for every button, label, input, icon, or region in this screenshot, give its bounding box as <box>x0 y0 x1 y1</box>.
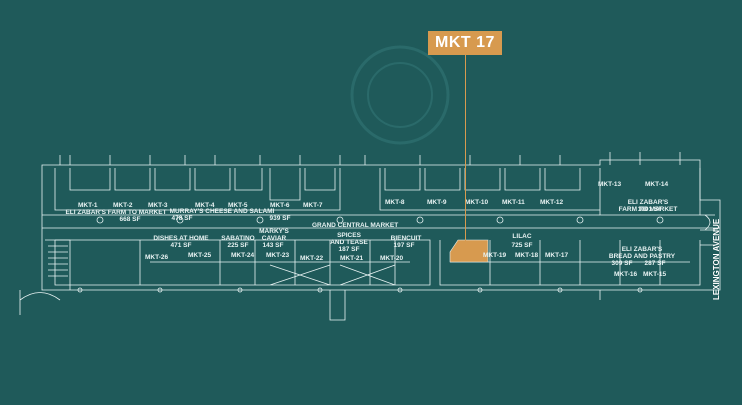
unit-code: MKT-13 <box>598 181 622 188</box>
unit-code: MKT-14 <box>645 181 669 188</box>
tenant-name: DISHES AT HOME <box>153 235 209 242</box>
unit-code: MKT-17 <box>545 252 569 259</box>
tenant-name: ELI ZABAR'S FARM TO MARKET <box>65 209 166 216</box>
plan-linework <box>19 152 721 321</box>
unit-code: MKT-23 <box>266 252 290 259</box>
unit-code: MKT-1 <box>78 202 98 209</box>
lower-kiosk-row <box>54 239 431 286</box>
top-wall <box>59 152 681 165</box>
unit-code: MKT-20 <box>380 255 404 262</box>
unit-code: MKT-18 <box>515 252 539 259</box>
east-doors <box>700 214 715 246</box>
watermark-seal-inner <box>367 62 433 128</box>
unit-codes: MKT-1 MKT-2 MKT-3 MKT-4 MKT-5 MKT-6 MKT-… <box>78 181 669 278</box>
callout-tag-mkt-17[interactable]: MKT 17 <box>428 31 502 55</box>
unit-code: MKT-16 <box>614 271 638 278</box>
tenant-area: 197 SF <box>394 242 415 249</box>
upper-kiosk-row-east <box>379 168 701 216</box>
tenant-area: 187 SF <box>339 246 360 253</box>
column-grid <box>77 216 664 293</box>
callout-leader-line <box>465 55 466 248</box>
unit-code: MKT-3 <box>148 202 168 209</box>
upper-kiosk-row <box>54 168 341 211</box>
unit-code: MKT-24 <box>231 252 255 259</box>
south-entrance <box>19 290 601 321</box>
tenant-name: MURRAY'S CHEESE AND SALAMI <box>170 208 275 215</box>
tenant-area: 725 SF <box>512 242 533 249</box>
tenant-area: 939 SF <box>270 215 291 222</box>
tenant-name: BIENCUIT <box>391 235 422 242</box>
corridor <box>42 214 720 229</box>
unit-code: MKT-2 <box>113 202 133 209</box>
unit-code: MKT-8 <box>385 199 405 206</box>
unit-code: MKT-7 <box>303 202 323 209</box>
highlighted-unit-mkt-17[interactable] <box>449 239 489 263</box>
unit-code: MKT-21 <box>340 255 364 262</box>
tenant-name: SABATINO <box>221 235 254 242</box>
unit-code: MKT-12 <box>540 199 564 206</box>
tenant-area: 143 SF <box>263 242 284 249</box>
street-label: LEXINGTON AVENUE <box>712 218 721 300</box>
unit-code: MKT-9 <box>427 199 447 206</box>
tenant-area: 309 SF <box>612 260 633 267</box>
unit-code: MKT-15 <box>643 271 667 278</box>
tenant-area: 471 SF <box>171 242 192 249</box>
tenant-area: 287 SF <box>645 260 666 267</box>
tenant-area: 668 SF <box>120 216 141 223</box>
unit-code: MKT-6 <box>270 202 290 209</box>
tenant-area: 1001 SF <box>638 206 663 213</box>
tenant-name: LILAC <box>512 233 531 240</box>
tenant-area: 478 SF <box>172 215 193 222</box>
unit-code: MKT-26 <box>145 254 169 261</box>
west-stair <box>45 239 71 290</box>
unit-code: MKT-22 <box>300 255 324 262</box>
lower-kiosk-row-east <box>439 240 701 286</box>
unit-code: MKT-5 <box>228 202 248 209</box>
unit-code: MKT-25 <box>188 252 212 259</box>
tenant-labels: ELI ZABAR'S FARM TO MARKET 668 SF MURRAY… <box>65 199 677 267</box>
watermark-seal <box>350 45 450 145</box>
market-name: GRAND CENTRAL MARKET <box>312 222 398 229</box>
unit-code: MKT-11 <box>502 199 525 206</box>
tenant-area: 225 SF <box>228 242 249 249</box>
unit-code: MKT-4 <box>195 202 215 209</box>
unit-code: MKT-10 <box>465 199 489 206</box>
unit-code: MKT-19 <box>483 252 507 259</box>
